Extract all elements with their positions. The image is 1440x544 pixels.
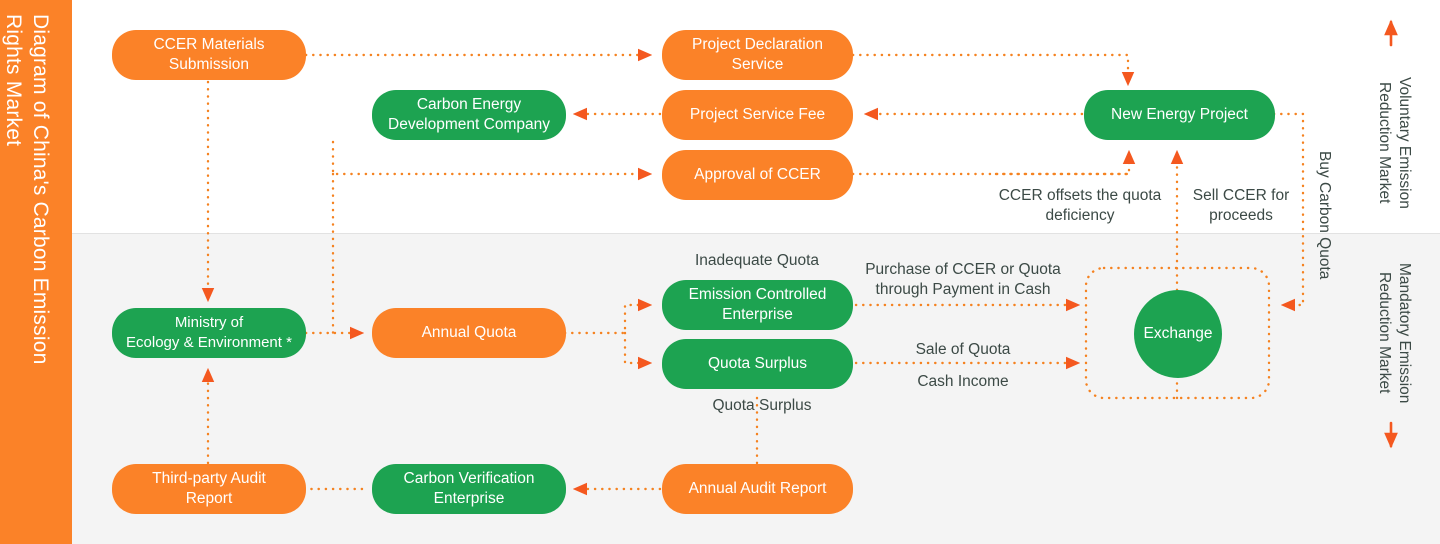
node-label: Carbon Energy Development Company: [388, 96, 550, 133]
node-label: Project Service Fee: [689, 106, 826, 123]
node-ministry-of-ecology-environment[interactable]: Ministry of Ecology & Environment *: [112, 308, 306, 358]
page-title: Diagram of China's Carbon Emission Right…: [2, 14, 52, 365]
label-mandatory-emission-reduction-market: Mandatory Emission Reduction Market: [1376, 262, 1413, 404]
label-quota-surplus-note: Quota Surplus: [712, 397, 812, 414]
label-inadequate-quota: Inadequate Quota: [694, 252, 820, 269]
label-purchase-ccer-or-quota: Purchase of CCER or Quota through Paymen…: [865, 261, 1061, 298]
label-sale-of-quota: Sale of Quota: [915, 341, 1011, 358]
node-label: Third-party Audit Report: [152, 470, 266, 507]
node-project-service-fee[interactable]: Project Service Fee: [662, 90, 853, 140]
label-voluntary-emission-reduction-market: Voluntary Emission Reduction Market: [1376, 76, 1413, 209]
node-third-party-audit-report[interactable]: Third-party Audit Report: [112, 464, 306, 514]
node-ccer-materials-submission[interactable]: CCER Materials Submission: [112, 30, 306, 80]
node-project-declaration-service[interactable]: Project Declaration Service: [662, 30, 853, 80]
node-label: Ministry of Ecology & Environment *: [126, 314, 292, 351]
label-cash-income: Cash Income: [917, 373, 1009, 390]
node-label: CCER Materials Submission: [153, 36, 265, 73]
node-annual-quota[interactable]: Annual Quota: [372, 308, 566, 358]
node-carbon-energy-development-company[interactable]: Carbon Energy Development Company: [372, 90, 566, 140]
title-sidebar: Diagram of China's Carbon Emission Right…: [0, 0, 72, 544]
node-quota-surplus[interactable]: Quota Surplus: [662, 339, 853, 389]
node-label: Approval of CCER: [694, 166, 821, 183]
node-exchange[interactable]: Exchange: [1134, 290, 1222, 378]
market-band-divider: [72, 233, 1440, 234]
node-carbon-verification-enterprise[interactable]: Carbon Verification Enterprise: [372, 464, 566, 514]
node-label: Exchange: [1143, 325, 1213, 342]
node-new-energy-project[interactable]: New Energy Project: [1084, 90, 1275, 140]
node-label: Annual Quota: [421, 324, 517, 341]
node-emission-controlled-enterprise[interactable]: Emission Controlled Enterprise: [662, 280, 853, 330]
node-label: Quota Surplus: [707, 355, 808, 372]
node-label: Emission Controlled Enterprise: [688, 286, 827, 323]
node-label: Carbon Verification Enterprise: [403, 470, 535, 507]
node-annual-audit-report[interactable]: Annual Audit Report: [662, 464, 853, 514]
node-label: New Energy Project: [1111, 106, 1248, 123]
node-approval-of-ccer[interactable]: Approval of CCER: [662, 150, 853, 200]
node-label: Project Declaration Service: [692, 36, 823, 73]
label-buy-carbon-quota: Buy Carbon Quota: [1316, 150, 1333, 280]
label-ccer-offsets-quota-deficiency: CCER offsets the quota deficiency: [998, 187, 1162, 224]
node-label: Annual Audit Report: [688, 480, 827, 497]
label-sell-ccer-for-proceeds: Sell CCER for proceeds: [1192, 187, 1290, 224]
